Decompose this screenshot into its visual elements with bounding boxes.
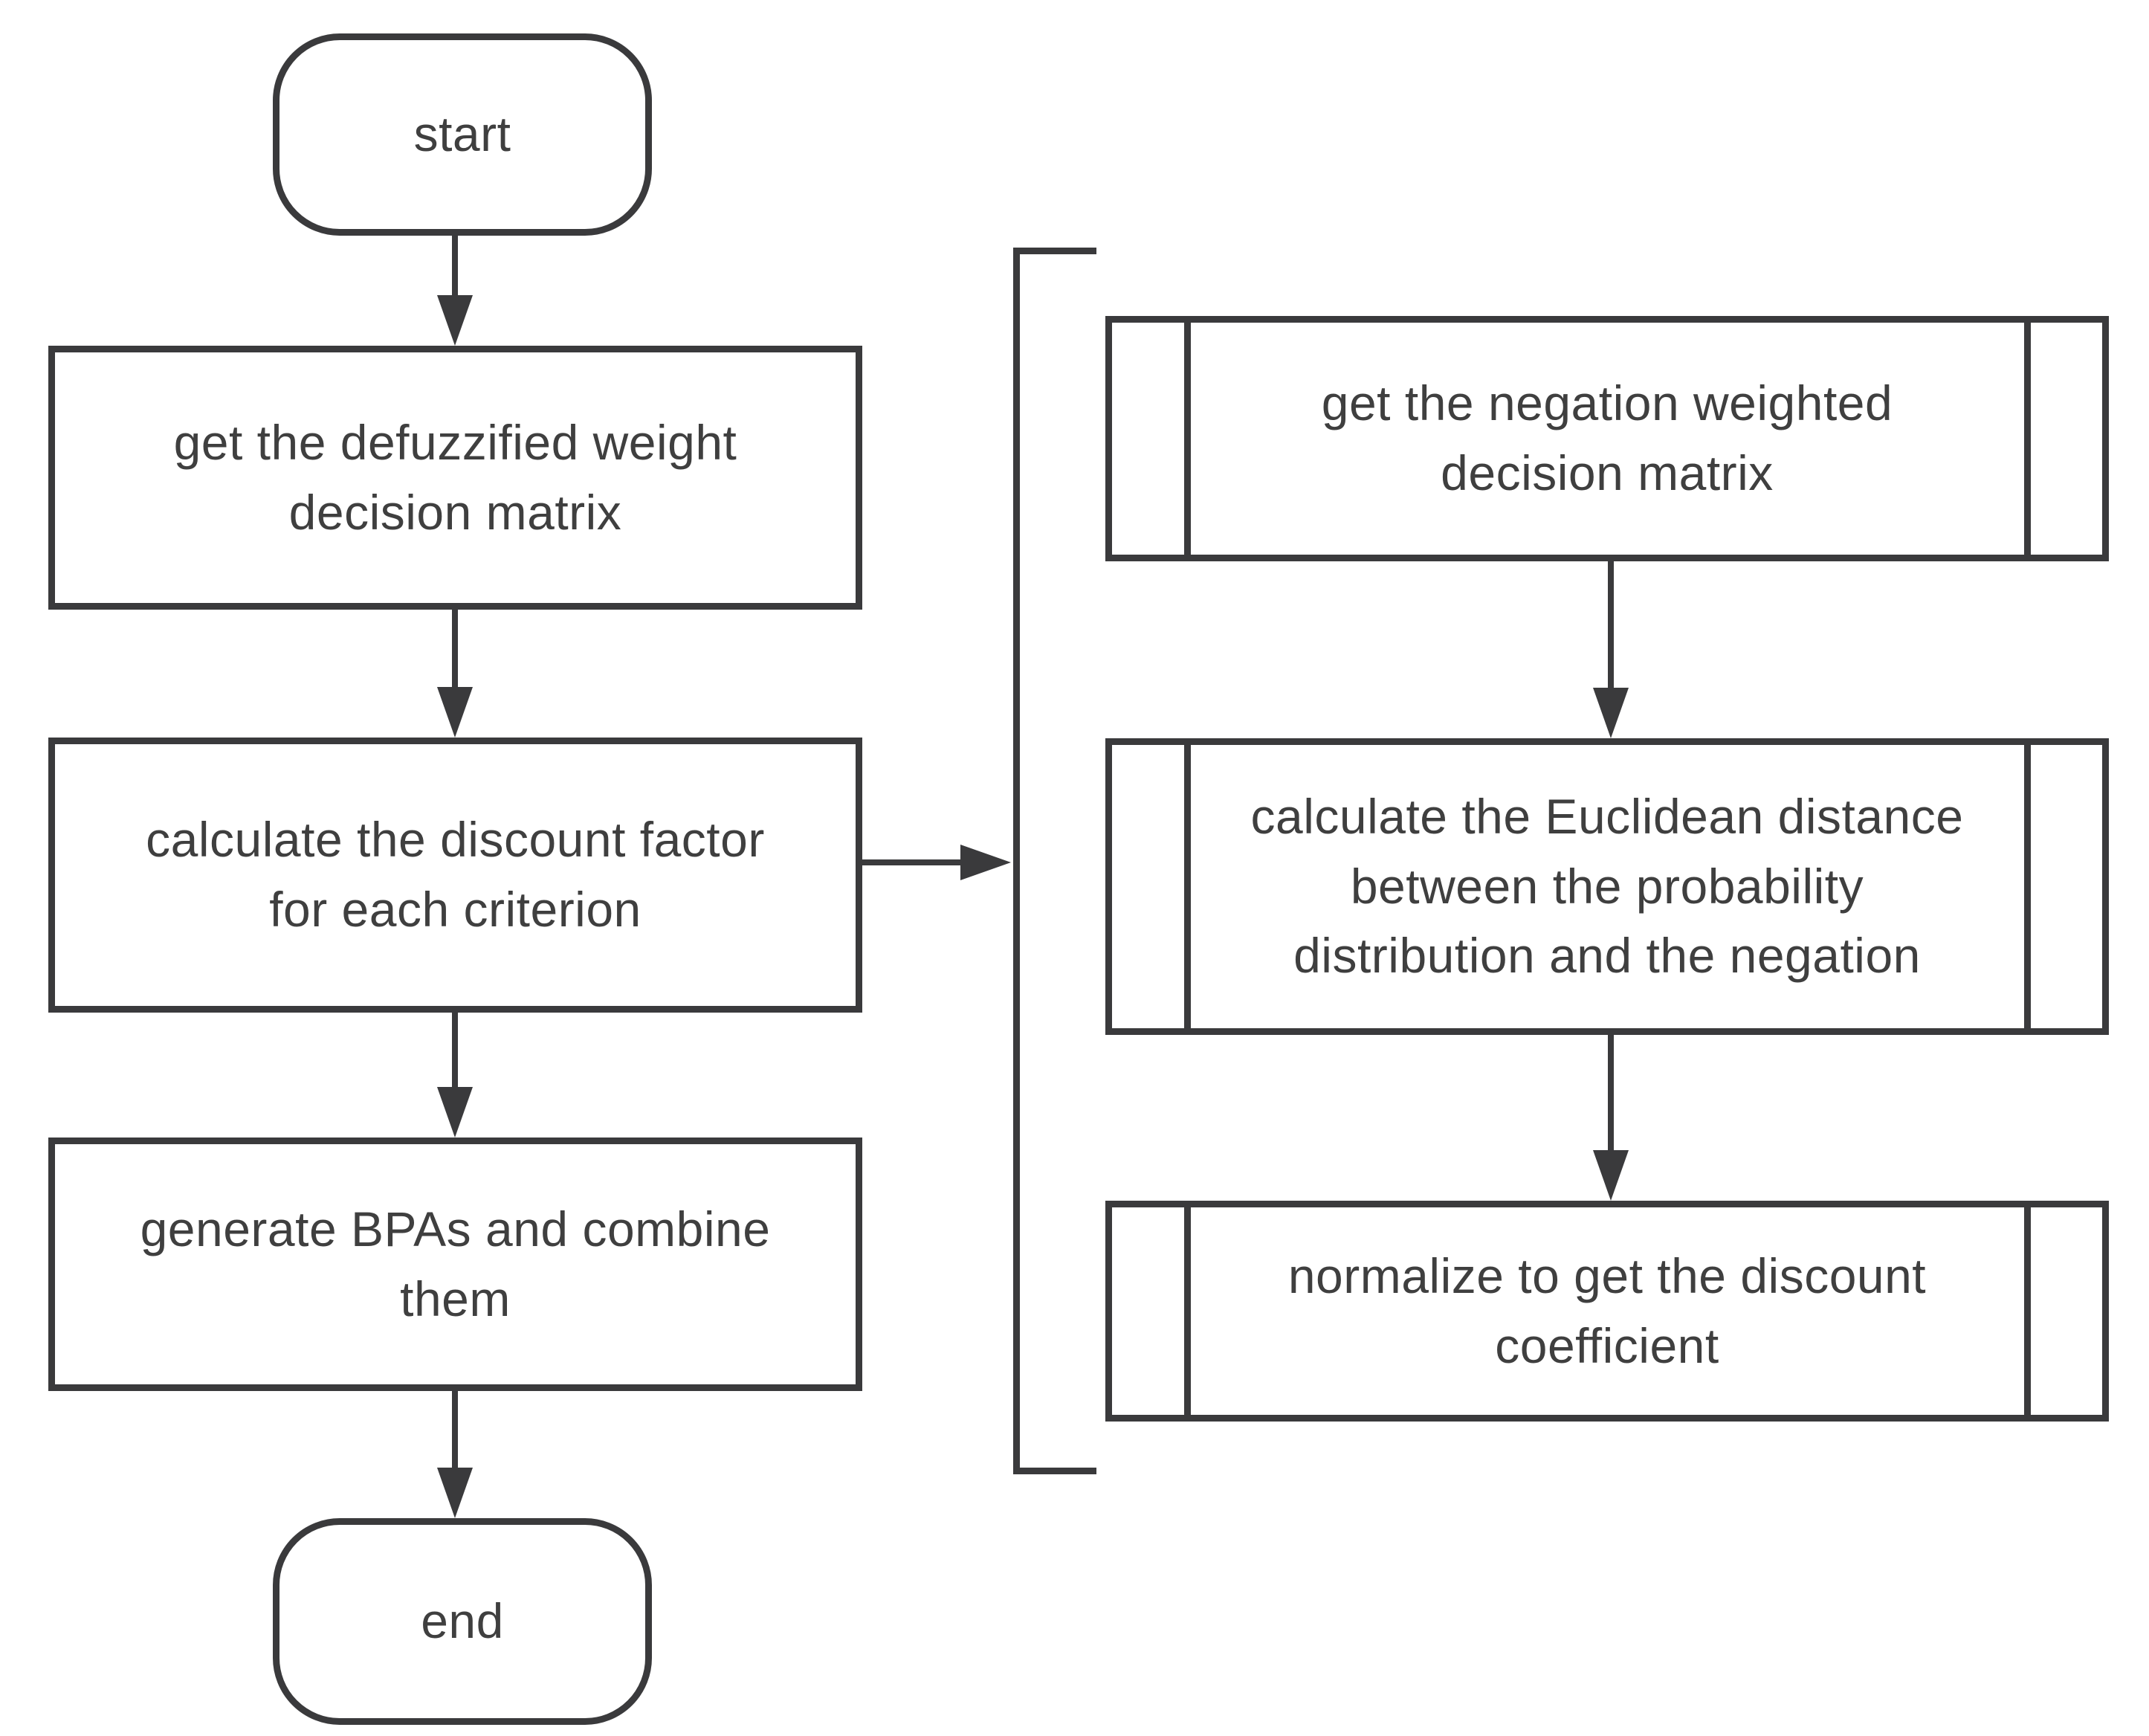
end-node: end <box>273 1518 652 1725</box>
arrow-head-down-icon <box>437 1468 473 1518</box>
subroutine-normalize-coefficient: normalize to get the discount coefficien… <box>1105 1201 2109 1422</box>
arrow-head-down-icon <box>437 687 473 738</box>
arrow-head-right-icon <box>960 845 1011 880</box>
arrow-shaft <box>452 610 458 708</box>
arrow-shaft <box>452 1391 458 1488</box>
arrow-shaft <box>862 859 981 865</box>
process-discount-factor: calculate the discount factor for each c… <box>48 738 862 1013</box>
group-bracket <box>1013 248 1096 1474</box>
end-label: end <box>421 1593 504 1649</box>
arrow-shaft <box>1608 561 1614 709</box>
arrow-head-down-icon <box>437 295 473 346</box>
arrow-head-down-icon <box>1593 1150 1629 1201</box>
subroutine-label: get the negation weighted decision matri… <box>1321 375 1893 500</box>
start-label: start <box>413 106 511 162</box>
subroutine-negation-weighted-matrix: get the negation weighted decision matri… <box>1105 316 2109 561</box>
process-label: get the defuzzified weight decision matr… <box>173 414 737 540</box>
subroutine-inner-line-right <box>2024 745 2031 1028</box>
arrow-shaft <box>452 1013 458 1108</box>
arrow-head-down-icon <box>437 1087 473 1138</box>
subroutine-inner-line-left <box>1184 1207 1191 1415</box>
subroutine-inner-line-right <box>2024 1207 2031 1415</box>
process-label: calculate the discount factor for each c… <box>146 812 765 937</box>
arrow-head-down-icon <box>1593 688 1629 738</box>
subroutine-label: normalize to get the discount coefficien… <box>1287 1248 1927 1373</box>
subroutine-inner-line-left <box>1184 323 1191 555</box>
subroutine-inner-line-left <box>1184 745 1191 1028</box>
subroutine-inner-line-right <box>2024 323 2031 555</box>
arrow-shaft <box>452 236 458 316</box>
arrow-shaft <box>1608 1035 1614 1171</box>
process-label: generate BPAs and combine them <box>140 1201 771 1326</box>
start-node: start <box>273 33 652 236</box>
subroutine-label: calculate the Euclidean distance between… <box>1250 788 1964 984</box>
process-defuzzified-weight-matrix: get the defuzzified weight decision matr… <box>48 346 862 610</box>
subroutine-euclidean-distance: calculate the Euclidean distance between… <box>1105 738 2109 1035</box>
process-generate-bpas: generate BPAs and combine them <box>48 1138 862 1391</box>
